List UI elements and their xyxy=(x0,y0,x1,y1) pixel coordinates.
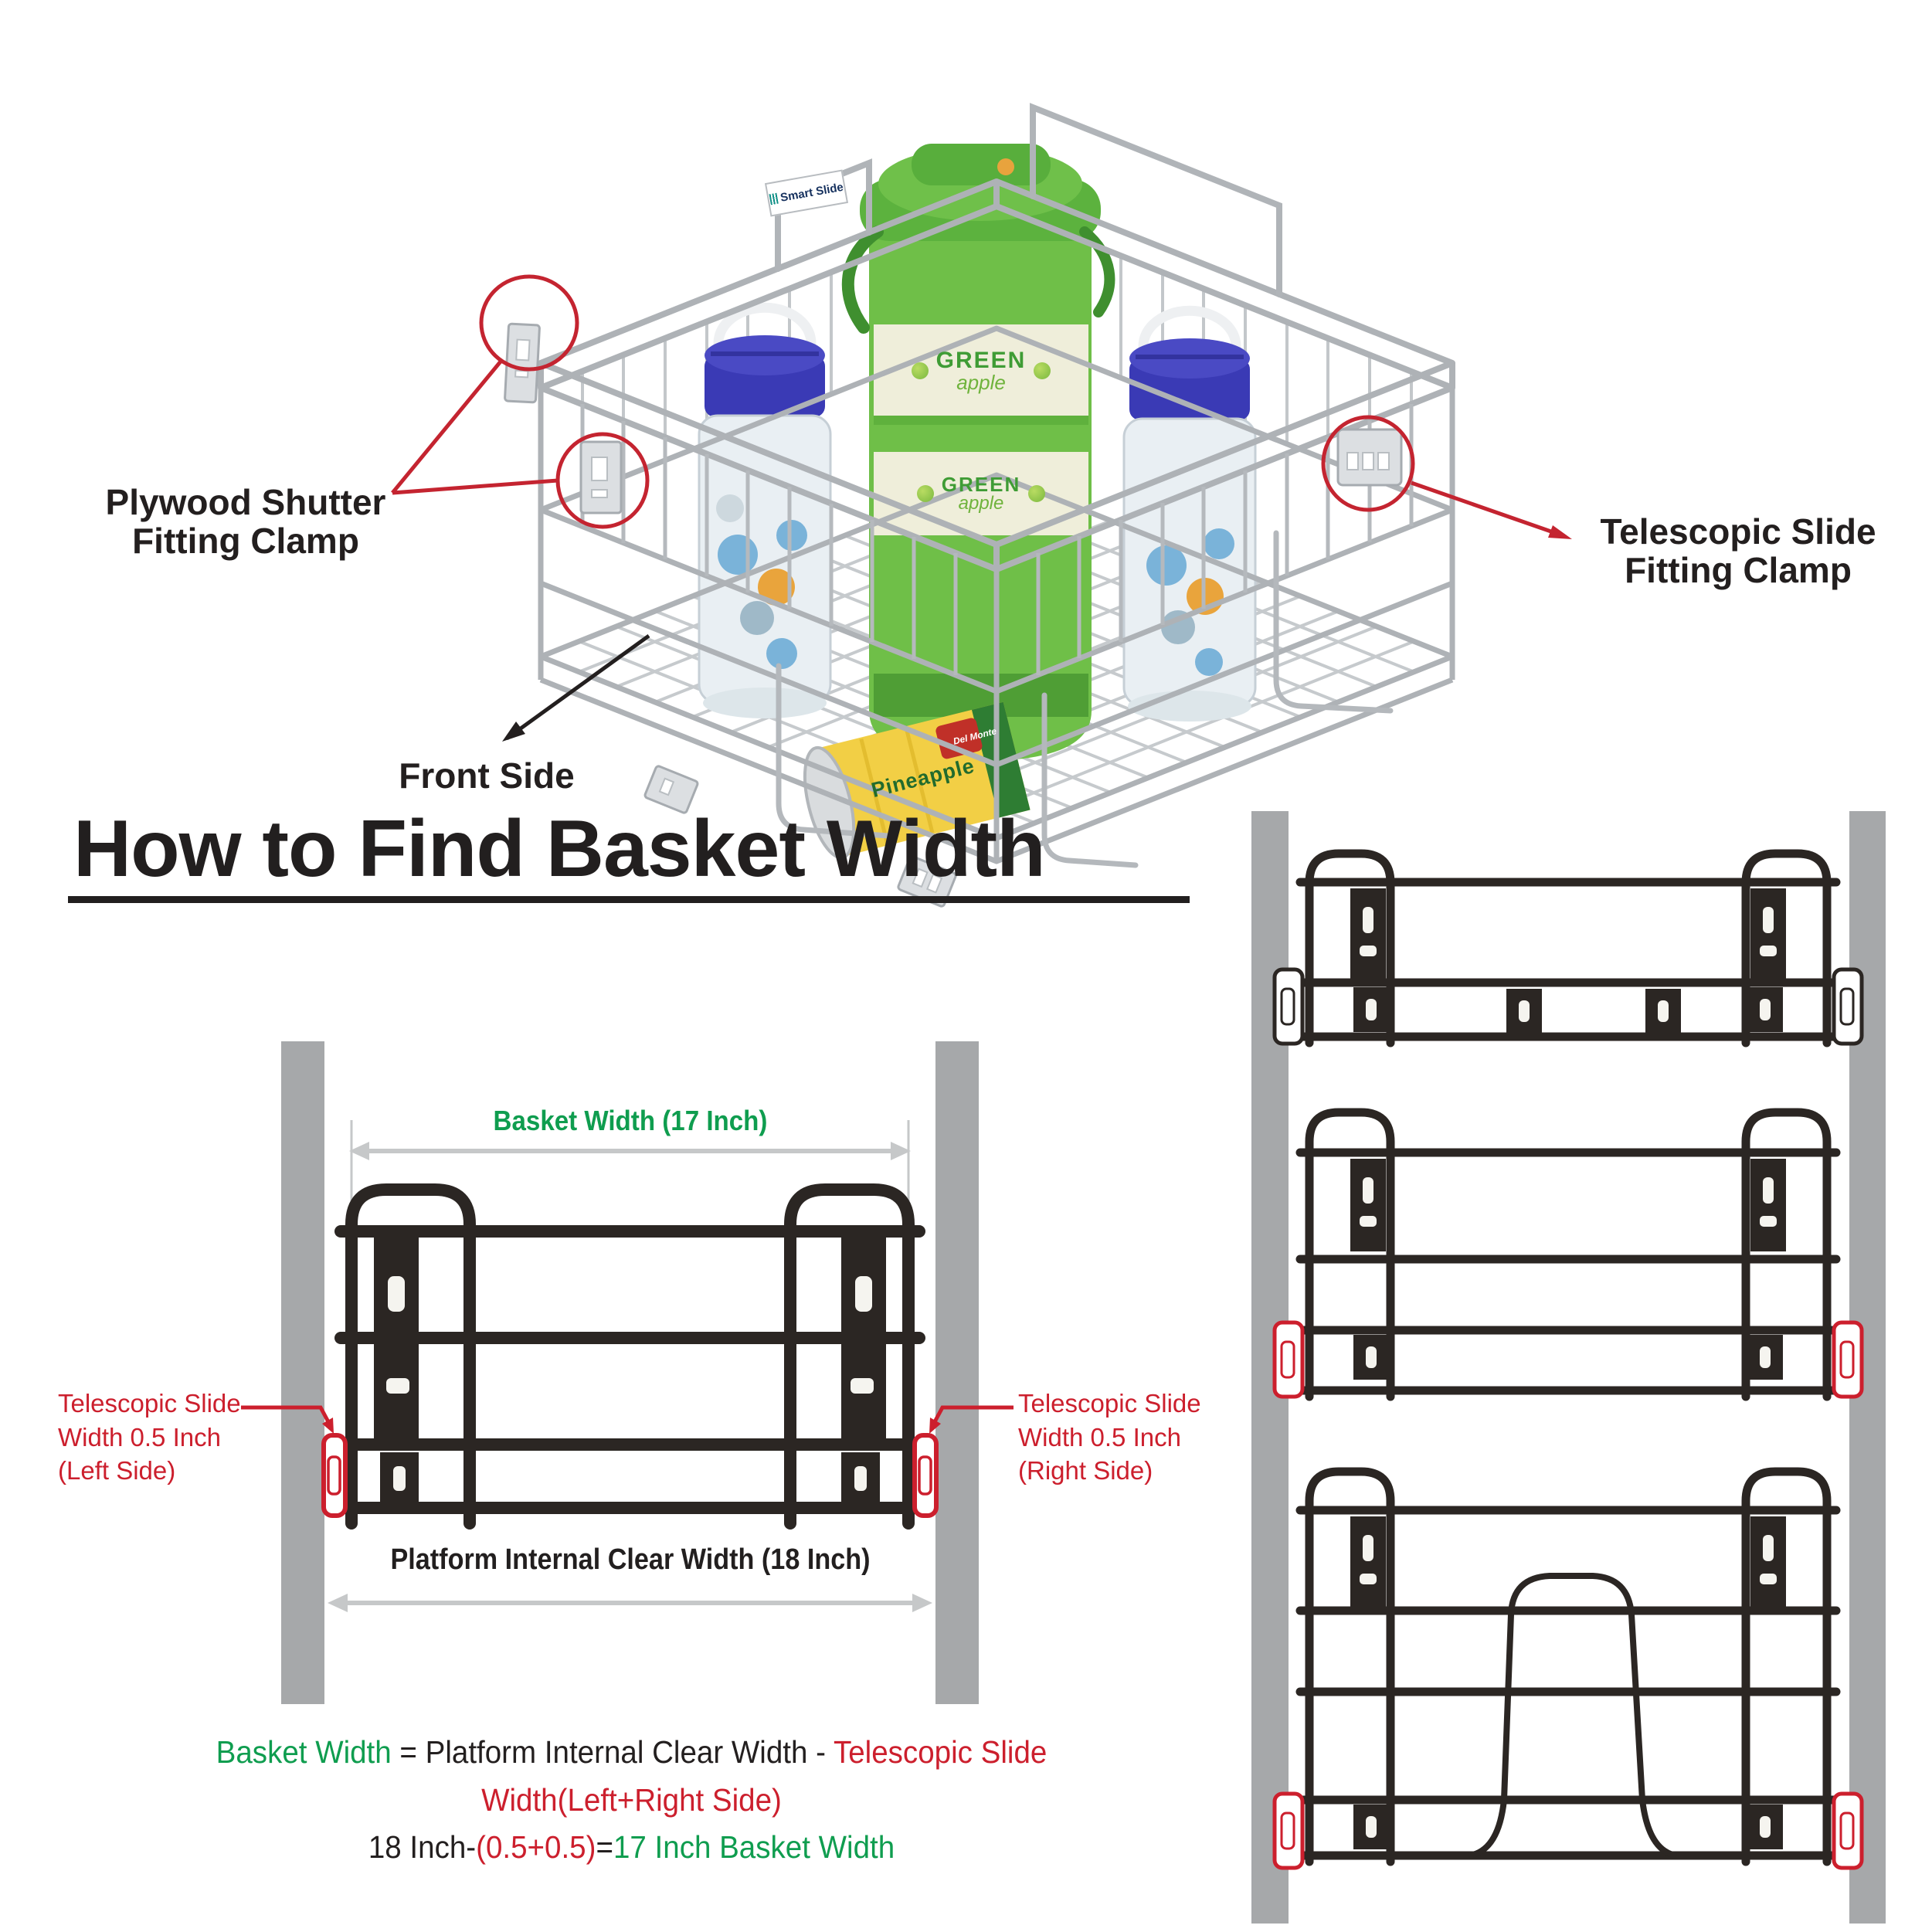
apple-icon xyxy=(1028,485,1046,502)
stool-item xyxy=(1469,1573,1677,1859)
formula-calc-red: (0.5+0.5) xyxy=(476,1829,596,1865)
product-photo xyxy=(391,103,1572,908)
red-arrowhead xyxy=(322,1418,334,1434)
plywood-clamp-label: Plywood Shutter Fitting Clamp xyxy=(91,482,400,561)
cabinet-rail-left xyxy=(281,1041,324,1704)
basket-width-label: Basket Width (17 Inch) xyxy=(493,1105,768,1136)
formula-calc-eq: = xyxy=(596,1829,613,1865)
container-band-word2: apple xyxy=(958,493,1004,514)
right-slide-label-line1: Telescopic Slide xyxy=(1018,1389,1201,1418)
dim-arrowhead xyxy=(349,1142,369,1160)
photo-clamps xyxy=(504,322,1403,908)
formula-line2: 18 Inch-(0.5+0.5)=17 Inch Basket Width xyxy=(107,1824,1156,1872)
right-slide-label-line3: (Right Side) xyxy=(1018,1456,1153,1486)
formula-calc-green: 17 Inch Basket Width xyxy=(613,1829,895,1865)
left-slide-label-line2: Width 0.5 Inch xyxy=(58,1422,221,1452)
container-band-bottom: GREEN apple xyxy=(874,460,1088,527)
plywood-clamp-label-line2: Fitting Clamp xyxy=(132,520,359,561)
telescopic-slides xyxy=(321,1433,939,1518)
brand-tag-text: Smart Slide xyxy=(779,180,845,205)
right-slide-label-line2: Width 0.5 Inch xyxy=(1018,1422,1181,1452)
brand-tag-logo-icon xyxy=(769,192,779,205)
red-arrowhead xyxy=(929,1418,941,1434)
photo-red-annotations xyxy=(391,274,1565,538)
container-band-word1: GREEN xyxy=(941,473,1021,496)
left-slide-label: Telescopic Slide Width 0.5 Inch (Left Si… xyxy=(58,1387,267,1488)
stacked-basket-2 xyxy=(1272,1108,1864,1401)
front-side-label: Front Side xyxy=(399,755,575,796)
formula-basket-width: Basket Width xyxy=(216,1734,392,1770)
stacked-basket-1 xyxy=(1272,849,1864,1047)
front-side-arrow-line xyxy=(505,633,650,741)
apple-icon xyxy=(1034,362,1051,379)
dim-arrowhead xyxy=(891,1142,911,1160)
telescopic-clamp-label-line1: Telescopic Slide xyxy=(1600,511,1876,552)
formula-slide-width: Telescopic Slide Width(Left+Right Side) xyxy=(481,1734,1047,1818)
title-underline xyxy=(68,896,1190,903)
telescopic-clamp-label: Telescopic Slide Fitting Clamp xyxy=(1591,511,1885,590)
apple-icon xyxy=(911,362,929,379)
dim-arrowhead xyxy=(912,1594,932,1612)
jar-right xyxy=(1122,305,1257,722)
container-band-top: GREEN apple xyxy=(874,335,1088,406)
formula-line1: Basket Width = Platform Internal Clear W… xyxy=(107,1729,1156,1824)
left-slide-label-line1: Telescopic Slide xyxy=(58,1389,241,1418)
page-title: How to Find Basket Width xyxy=(73,804,1046,894)
basket-width-dimension xyxy=(350,1120,910,1240)
container-band-word1: GREEN xyxy=(935,348,1027,373)
basket-brackets xyxy=(374,1238,886,1503)
basket-frames xyxy=(538,325,1455,864)
platform-width-label: Platform Internal Clear Width (18 Inch) xyxy=(390,1543,871,1576)
divider-wires xyxy=(776,530,1394,868)
basket-front-view xyxy=(334,1183,925,1530)
stacked-baskets-diagram xyxy=(1251,811,1886,1924)
telescopic-clamp-label-line2: Fitting Clamp xyxy=(1625,549,1852,590)
formula-calc-black: 18 Inch- xyxy=(368,1829,477,1865)
right-slide-label: Telescopic Slide Width 0.5 Inch (Right S… xyxy=(1018,1387,1227,1488)
dim-arrowhead xyxy=(328,1594,348,1612)
front-side-arrowhead xyxy=(502,722,525,742)
apple-icon xyxy=(916,485,934,502)
width-diagram xyxy=(241,1041,1014,1704)
container-band-word2: apple xyxy=(956,371,1006,394)
width-formula: Basket Width = Platform Internal Clear W… xyxy=(107,1729,1156,1872)
formula-mid: = Platform Internal Clear Width - xyxy=(391,1734,834,1770)
stacked-basket-3 xyxy=(1272,1467,1864,1870)
left-slide-label-line3: (Left Side) xyxy=(58,1456,176,1486)
cabinet-rail-right xyxy=(935,1041,979,1704)
plywood-clamp-label-line1: Plywood Shutter xyxy=(105,482,386,522)
basket-front-wires xyxy=(580,404,1414,675)
red-arrowhead xyxy=(1548,525,1572,539)
